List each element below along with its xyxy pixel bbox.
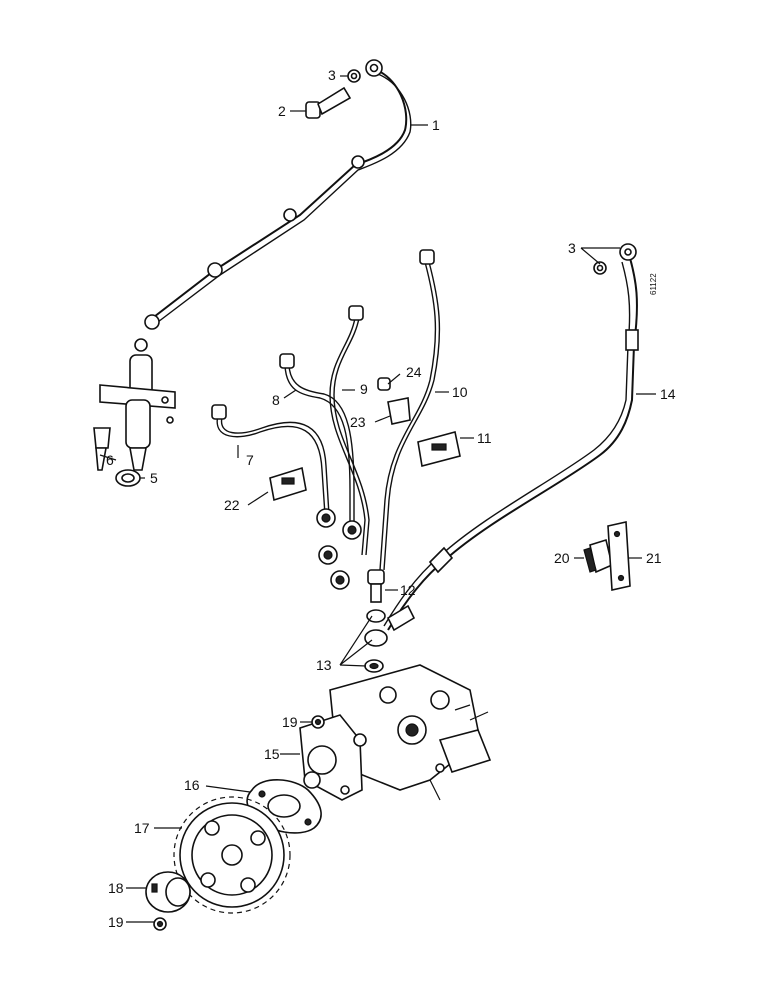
copper-washer	[115, 469, 141, 487]
fuel-feed-pipe	[383, 243, 639, 632]
injection-pump	[299, 664, 492, 801]
callout-6: 6	[106, 452, 114, 468]
plate-21	[607, 521, 631, 591]
callout-5: 5	[150, 470, 158, 486]
callout-19-upper: 19	[282, 714, 298, 730]
injector-nozzle	[93, 427, 111, 471]
sealing-washer-top	[347, 69, 361, 83]
nut-19-upper	[311, 715, 325, 729]
sleeve-24	[377, 377, 391, 391]
callout-labels: 1 2 3 3 5 6 7 8 9 10 11 12 13 14 15 16 1…	[106, 67, 676, 930]
pipe-clip-11	[417, 431, 461, 467]
callout-11: 11	[477, 430, 492, 446]
pipe-clip-22	[269, 466, 307, 502]
callout-8: 8	[272, 392, 280, 408]
callout-24: 24	[406, 364, 422, 380]
injector	[99, 338, 176, 471]
leader-lines	[99, 75, 656, 923]
sealing-washers-13	[364, 609, 388, 673]
callout-14: 14	[660, 386, 676, 402]
gear-hub	[145, 871, 191, 913]
drawing-code: 61122	[649, 273, 658, 295]
callout-13: 13	[316, 657, 332, 673]
callout-9: 9	[360, 381, 368, 397]
callout-20: 20	[554, 550, 570, 566]
nut-19-lower	[153, 917, 167, 931]
callout-1: 1	[432, 117, 440, 133]
callout-17: 17	[134, 820, 150, 836]
callout-19-lower: 19	[108, 914, 124, 930]
callout-3-top: 3	[328, 67, 336, 83]
callout-3-right: 3	[568, 240, 576, 256]
callout-15: 15	[264, 746, 280, 762]
callout-18: 18	[108, 880, 124, 896]
banjo-bolt-12	[367, 569, 385, 603]
callout-21: 21	[646, 550, 662, 566]
leak-off-pipe	[144, 59, 412, 330]
clip-20	[583, 538, 613, 574]
callout-16: 16	[184, 777, 200, 793]
injection-pipes	[211, 249, 441, 590]
pump-gear	[173, 796, 291, 914]
callout-22: 22	[224, 497, 240, 513]
callout-2: 2	[278, 103, 286, 119]
banjo-bolt	[305, 86, 352, 119]
callout-7: 7	[246, 452, 254, 468]
clamp-23	[387, 397, 411, 425]
callout-10: 10	[452, 384, 468, 400]
callout-23: 23	[350, 414, 366, 430]
callout-12: 12	[400, 582, 416, 598]
